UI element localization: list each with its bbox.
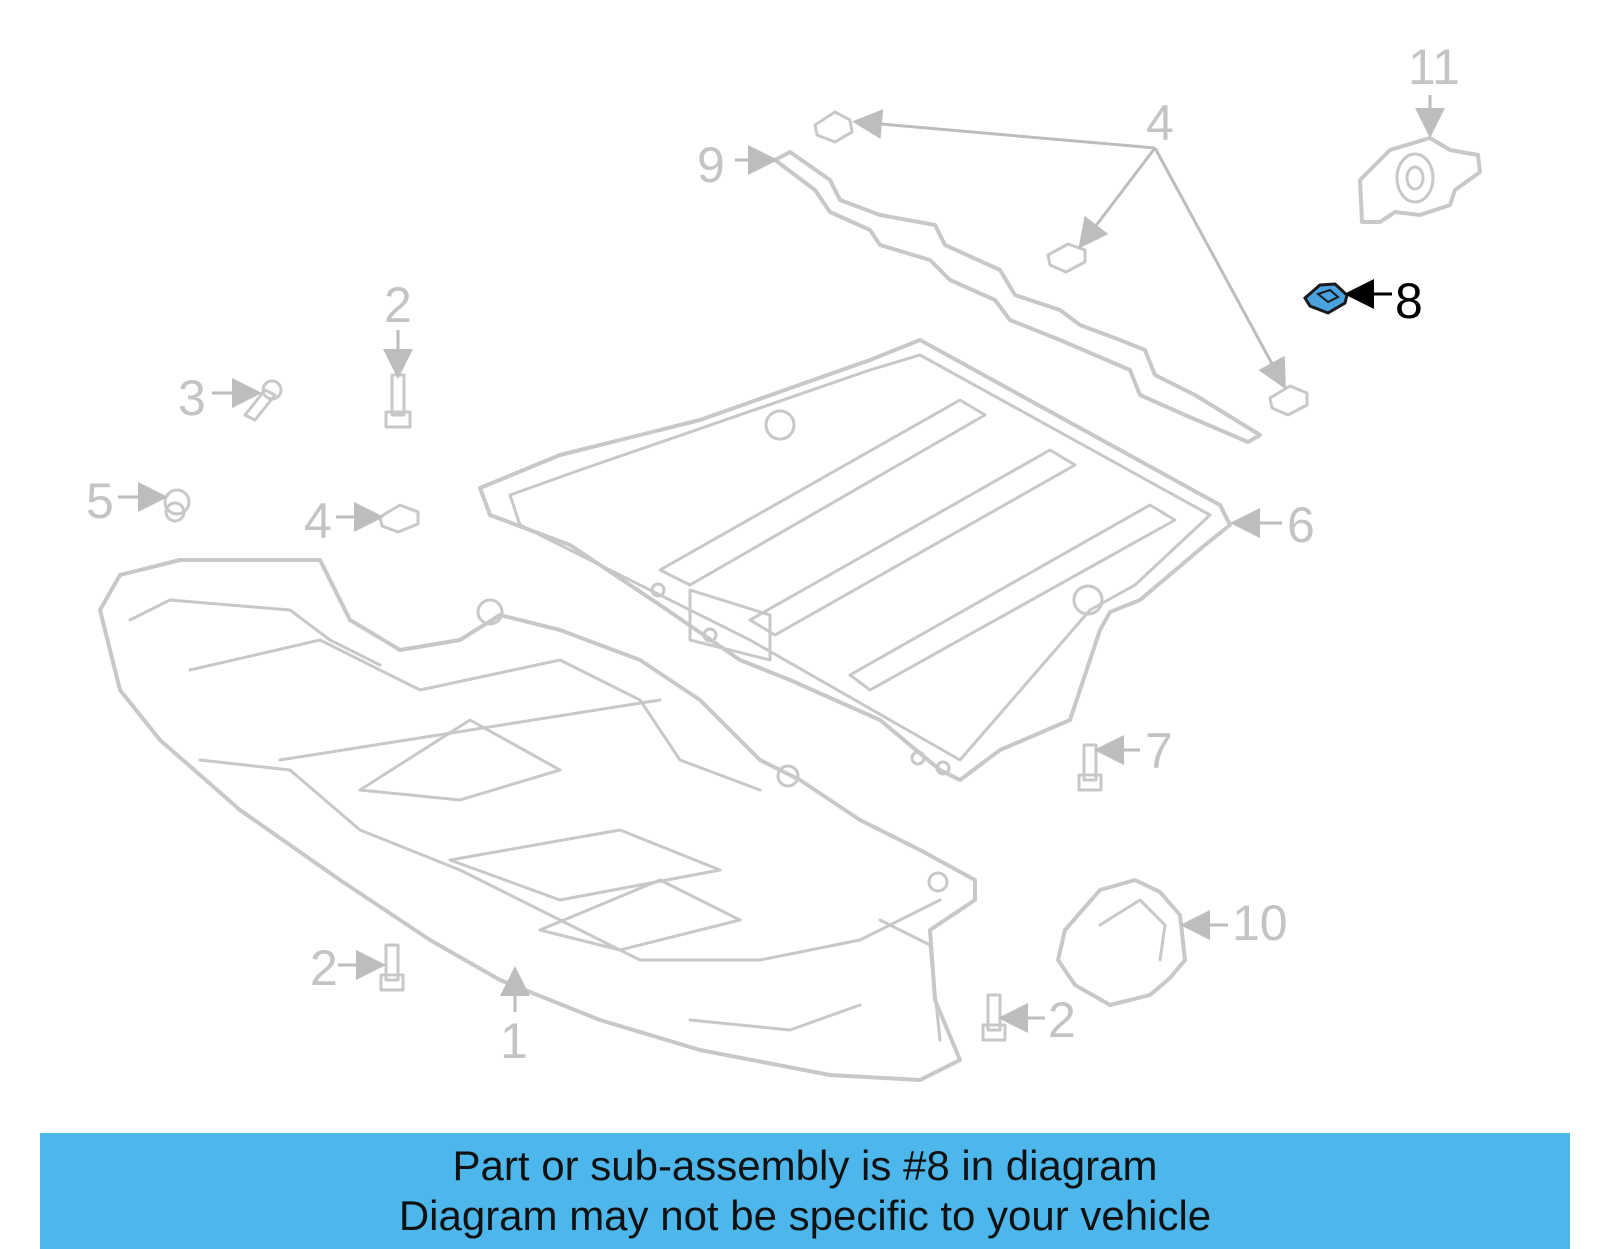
callout-9: 9 bbox=[697, 137, 725, 193]
callout-3: 3 bbox=[178, 370, 206, 426]
callout-2-top: 2 bbox=[384, 277, 412, 333]
rear-underbody-panel bbox=[478, 338, 1232, 782]
banner-line-2: Diagram may not be specific to your vehi… bbox=[398, 1192, 1212, 1239]
callout-7: 7 bbox=[1145, 723, 1173, 779]
leader-lines bbox=[118, 95, 1445, 1033]
front-underbody-shield bbox=[98, 558, 977, 1082]
callout-10: 10 bbox=[1232, 895, 1288, 951]
callout-labels: 11 4 9 8 2 3 5 4 6 7 10 2 2 1 bbox=[86, 39, 1460, 1069]
fastener-5 bbox=[163, 488, 191, 523]
bolt-2-lower-left bbox=[379, 943, 405, 992]
clip-8-highlighted[interactable] bbox=[1303, 282, 1349, 315]
callout-4-top: 4 bbox=[1146, 95, 1174, 151]
bolt-3 bbox=[243, 379, 283, 422]
callout-4-lower: 4 bbox=[304, 493, 332, 549]
info-banner: Part or sub-assembly is #8 in diagram Di… bbox=[40, 1133, 1570, 1249]
clip-4-upper bbox=[813, 110, 1309, 417]
splash-shield-10 bbox=[1056, 878, 1187, 1007]
callout-11: 11 bbox=[1408, 39, 1460, 95]
callout-1: 1 bbox=[500, 1013, 528, 1069]
bolt-2-lower-right bbox=[981, 993, 1007, 1042]
reinforcement-strip bbox=[773, 150, 1262, 444]
callout-2-lower-left: 2 bbox=[310, 940, 338, 996]
callout-5: 5 bbox=[86, 473, 114, 529]
bracket-11 bbox=[1358, 136, 1482, 224]
bolt-7 bbox=[1077, 743, 1103, 792]
callout-2-lower-right: 2 bbox=[1048, 992, 1076, 1048]
callout-6: 6 bbox=[1287, 497, 1315, 553]
callout-8: 8 bbox=[1395, 273, 1423, 329]
bolt-2-top bbox=[384, 373, 412, 429]
banner-line-1: Part or sub-assembly is #8 in diagram bbox=[452, 1142, 1158, 1189]
clip-4-lower bbox=[378, 503, 420, 534]
